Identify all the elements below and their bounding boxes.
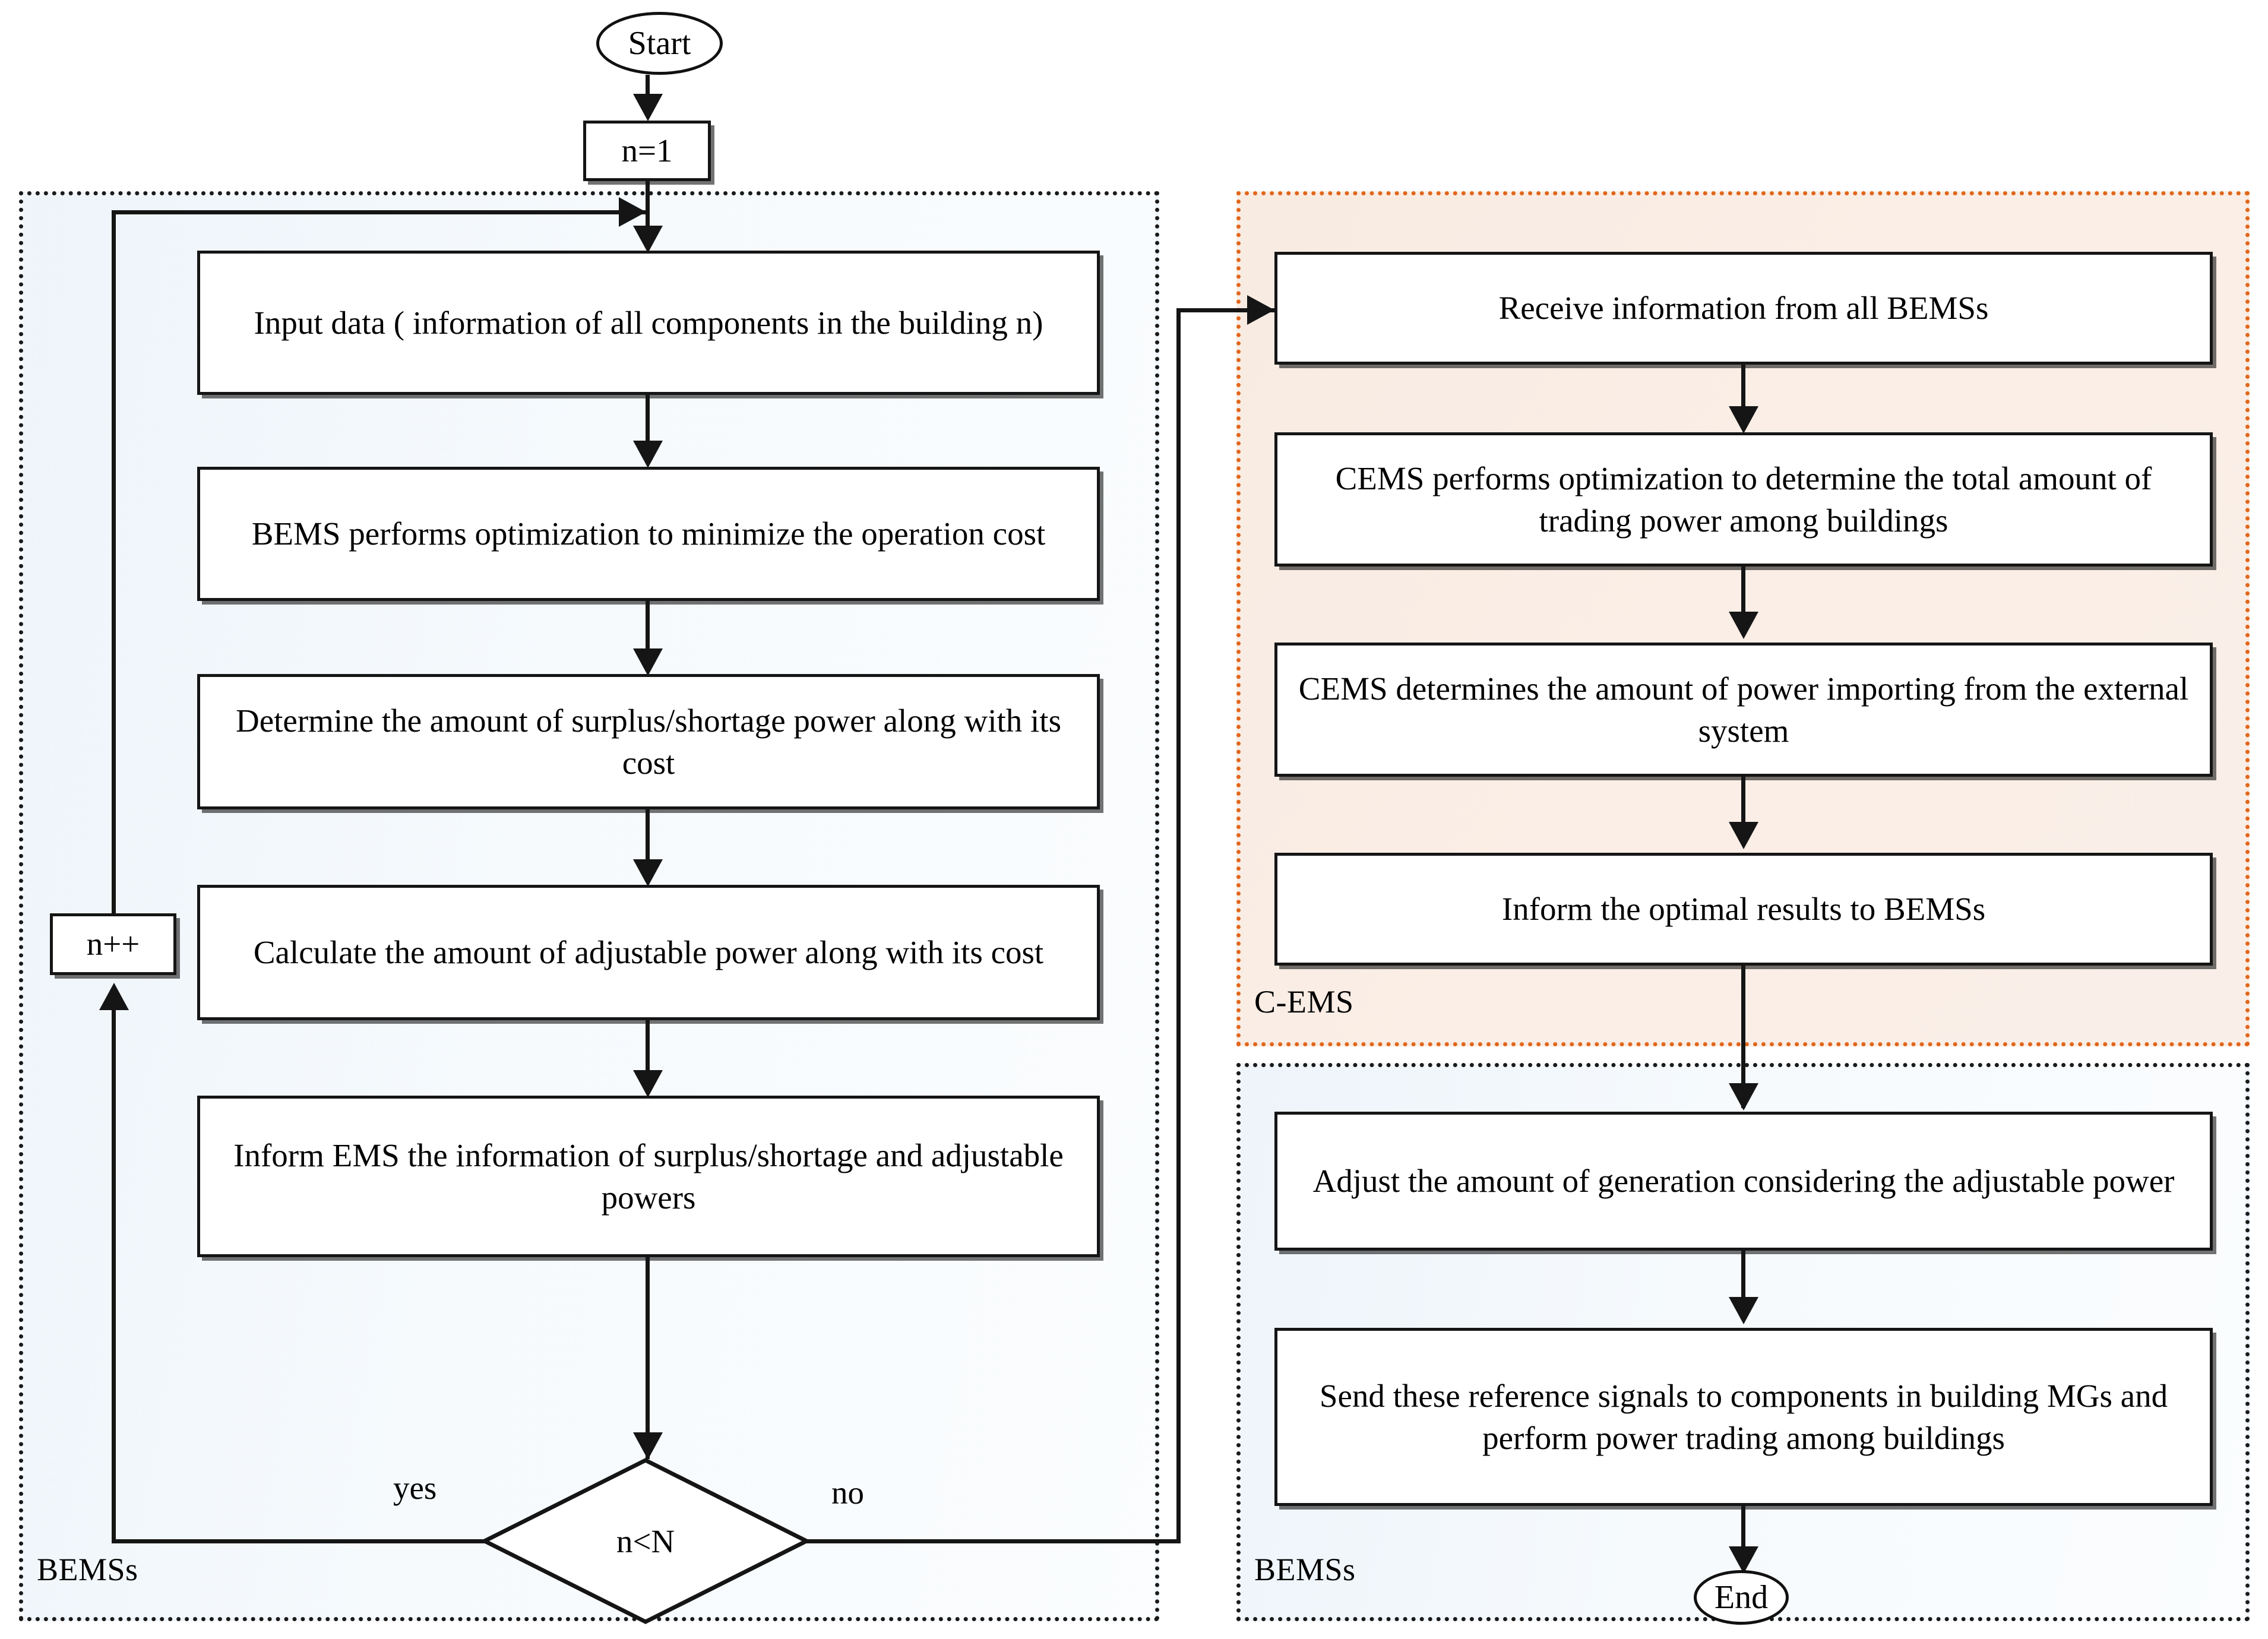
arrowhead-inform-to-decision xyxy=(633,1432,663,1460)
edge-adjustgen-to-send xyxy=(1741,1251,1745,1320)
decision-loop-check: n<N xyxy=(480,1458,811,1624)
edge-yes-riser-upper xyxy=(112,210,116,915)
edge-decision-no xyxy=(805,1539,1181,1543)
edge-no-into-cems xyxy=(1176,308,1280,312)
node-bems-optimize: BEMS performs optimization to minimize t… xyxy=(197,467,1100,601)
arrowhead-no-into-cems xyxy=(1247,295,1274,325)
edge-cems-opt-to-import xyxy=(1741,567,1745,634)
edge-optimize-to-surplus xyxy=(646,601,650,671)
panel-label-bems-right: BEMSs xyxy=(1254,1552,1356,1587)
edge-label-no: no xyxy=(831,1475,864,1511)
arrowhead-start-to-init xyxy=(633,94,663,121)
node-adjust-generation: Adjust the amount of generation consider… xyxy=(1274,1112,2213,1251)
edge-inform-to-decision xyxy=(646,1257,650,1459)
edge-no-riser xyxy=(1176,308,1181,1542)
node-send-signals: Send these reference signals to componen… xyxy=(1274,1328,2213,1506)
node-cems-inform: Inform the optimal results to BEMSs xyxy=(1274,853,2213,966)
node-input-data: Input data ( information of all componen… xyxy=(197,251,1100,395)
edge-surplus-to-adjustable xyxy=(646,809,650,882)
edge-adjustable-to-inform xyxy=(646,1020,650,1093)
node-receive-info: Receive information from all BEMSs xyxy=(1274,252,2213,365)
arrowhead-import-to-inform xyxy=(1729,822,1758,849)
node-init: n=1 xyxy=(583,121,711,181)
arrowhead-send-to-end xyxy=(1729,1546,1758,1574)
node-determine-surplus: Determine the amount of surplus/shortage… xyxy=(197,674,1100,809)
arrowhead-yes-to-increment xyxy=(99,983,129,1010)
edge-send-to-end xyxy=(1741,1506,1745,1569)
edge-start-to-init xyxy=(646,75,650,99)
arrowhead-adjustable-to-inform xyxy=(633,1070,663,1097)
edge-cems-to-bems-right xyxy=(1741,966,1745,1108)
end-terminator: End xyxy=(1694,1570,1789,1625)
arrowhead-cems-to-bems-right xyxy=(1729,1083,1758,1110)
start-terminator: Start xyxy=(596,12,723,75)
edge-import-to-inform xyxy=(1741,777,1745,844)
node-cems-import: CEMS determines the amount of power impo… xyxy=(1274,643,2213,777)
node-calculate-adjustable: Calculate the amount of adjustable power… xyxy=(197,885,1100,1020)
node-inform-ems: Inform EMS the information of surplus/sh… xyxy=(197,1096,1100,1257)
edge-loopback-top xyxy=(112,210,646,214)
node-cems-optimize: CEMS performs optimization to determine … xyxy=(1274,432,2213,567)
edge-yes-riser-lower xyxy=(112,1010,116,1541)
arrowhead-receive-to-cems-opt xyxy=(1729,406,1758,434)
arrowhead-adjustgen-to-send xyxy=(1729,1297,1758,1324)
panel-label-cems: C-EMS xyxy=(1254,984,1354,1020)
edge-init-to-input xyxy=(646,181,650,246)
edge-decision-yes xyxy=(112,1539,487,1543)
edge-label-yes: yes xyxy=(393,1470,437,1506)
arrowhead-init-to-input xyxy=(633,226,663,253)
node-increment: n++ xyxy=(50,913,176,975)
arrowhead-cems-opt-to-import xyxy=(1729,612,1758,639)
arrowhead-surplus-to-adjustable xyxy=(633,859,663,887)
arrowhead-optimize-to-surplus xyxy=(633,648,663,676)
edge-receive-to-cems-opt xyxy=(1741,365,1745,429)
arrowhead-input-to-optimize xyxy=(633,441,663,468)
panel-label-bems-left: BEMSs xyxy=(37,1552,138,1587)
arrowhead-loopback-join xyxy=(619,197,646,227)
edge-input-to-optimize xyxy=(646,395,650,463)
